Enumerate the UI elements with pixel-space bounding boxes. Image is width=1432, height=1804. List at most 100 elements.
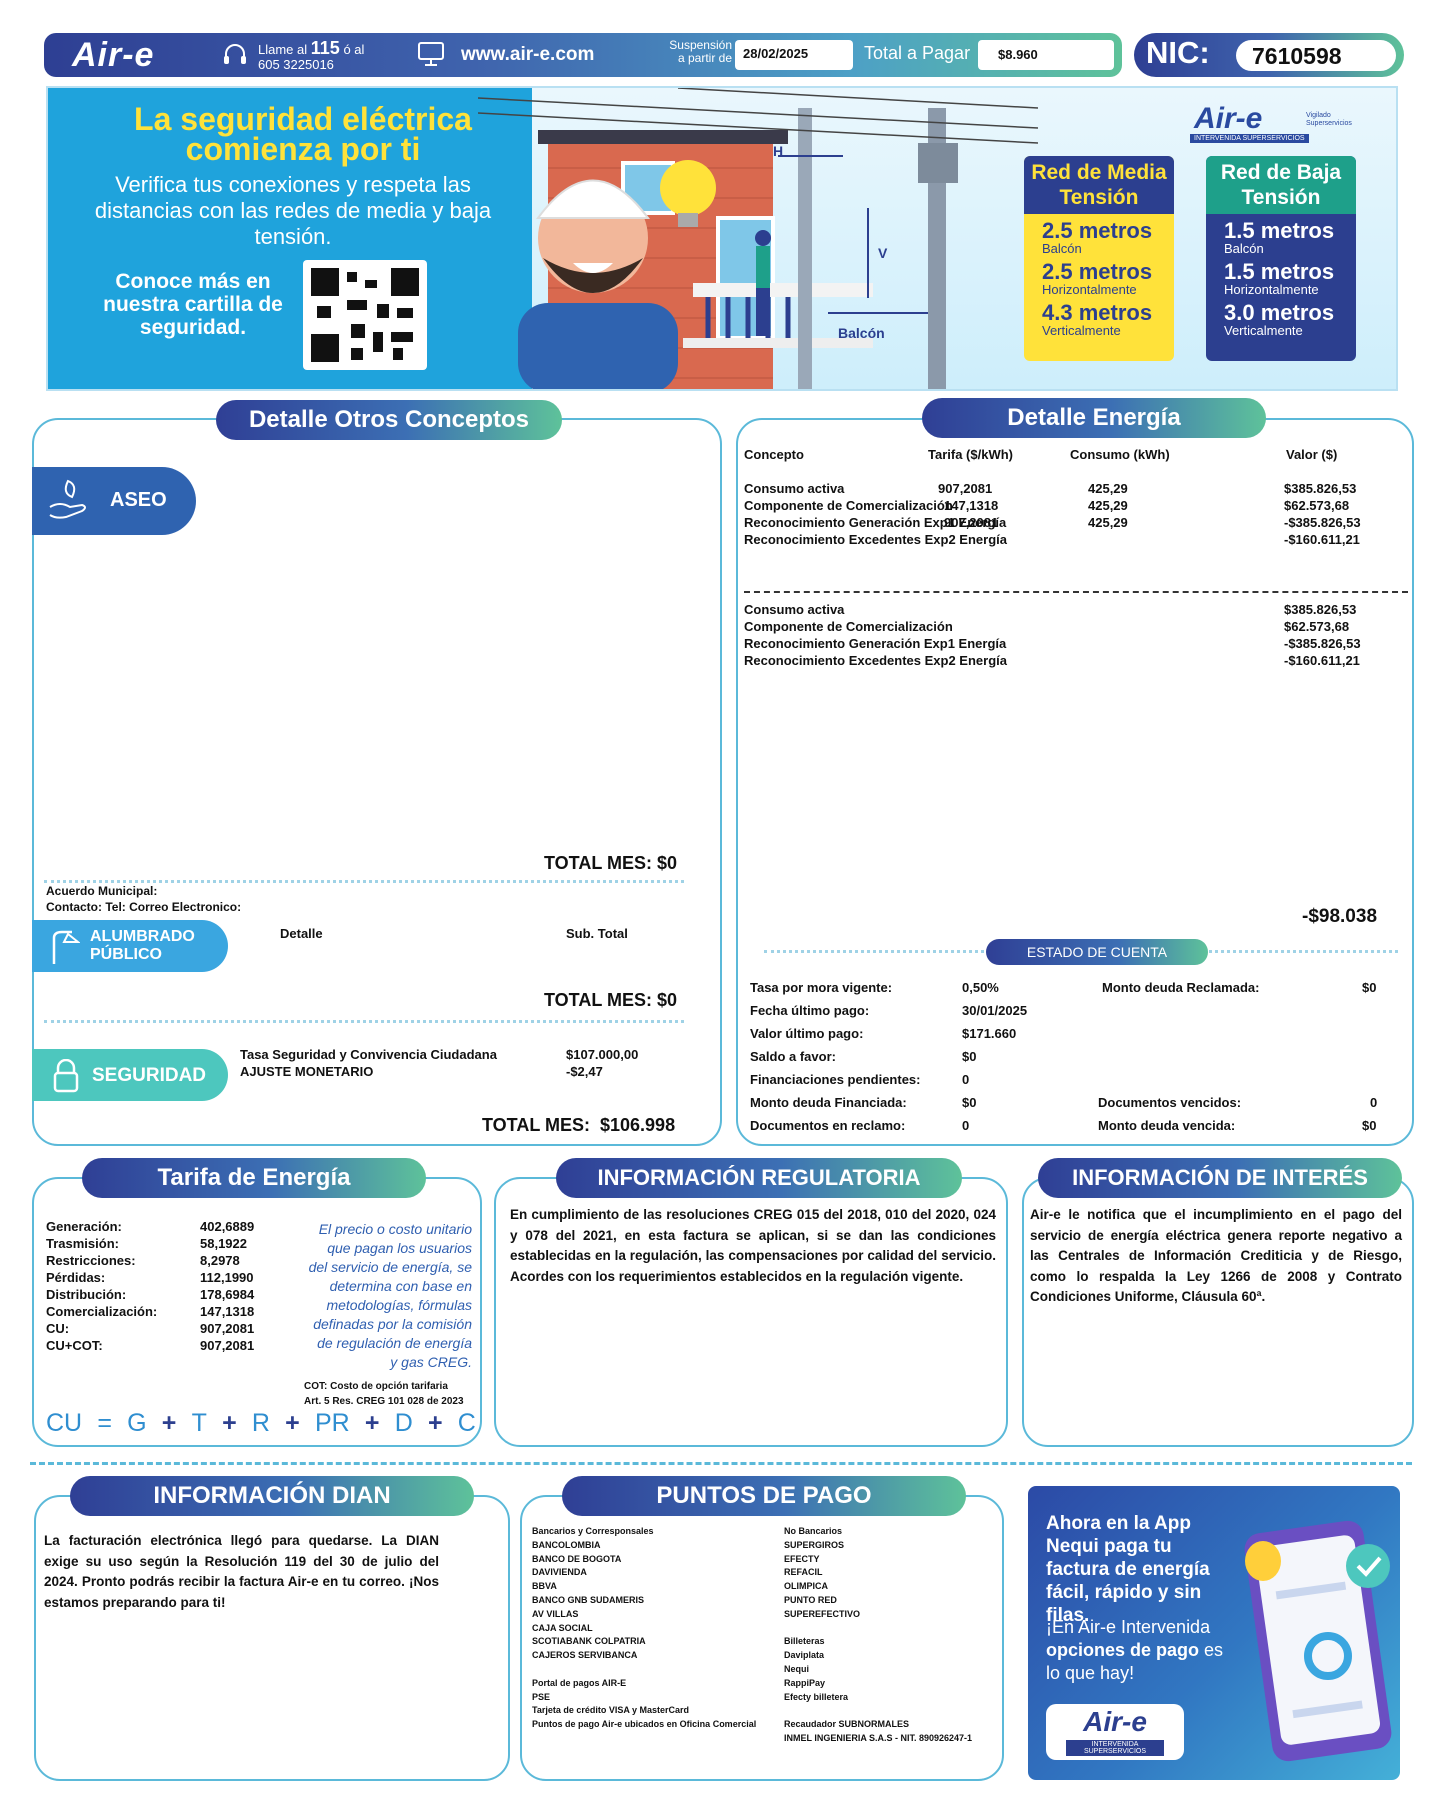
monitor-icon [418,42,444,66]
seguridad-total: TOTAL MES: $106.998 [482,1115,676,1135]
seguridad-item-2-name: AJUSTE MONETARIO [240,1064,374,1079]
phone-mid: ó al [343,42,365,57]
section-separator [30,1462,1412,1465]
street-lamp-icon [52,930,80,964]
tarifa-row-1-label: Generación: [46,1219,122,1234]
nequi-line2-a: ¡En Air-e Intervenida [1046,1617,1211,1637]
estado-left-3-label: Valor último pago: [750,1026,864,1041]
estado-left-2-label: Fecha último pago: [750,1003,870,1018]
suspension-label-2: a partir de [677,51,732,65]
formula-eq: = [97,1409,112,1437]
divider-aseo [44,880,684,883]
estado-right-2-value: 0 [1370,1095,1378,1110]
pago-right-15: Recaudador SUBNORMALES [784,1719,910,1730]
tarifa-row-5-value: 178,6984 [200,1287,255,1302]
alumbrado-label-2: PÚBLICO [90,946,162,963]
energia-header-valor: Valor ($) [1286,447,1338,462]
vigilado-label: Vigilado Superservicios [1306,112,1352,127]
qr-code[interactable] [303,260,427,370]
estado-right-1-value: $0 [1362,980,1377,995]
divider-alumbrado [44,1020,684,1023]
seguridad-item-1-value: $107.000,00 [566,1047,639,1062]
energia-row-4-valor: -$160.611,21 [1284,532,1360,547]
estado-right-2-label: Documentos vencidos: [1098,1095,1242,1110]
energia-row-2-tarifa: 147,1318 [944,498,999,513]
pago-right-16: INMEL INGENIERIA S.A.S - NIT. 890926247-… [784,1732,973,1743]
tarifa-energia-panel [32,1177,482,1447]
pago-right-4: REFACIL [784,1567,823,1578]
tarifa-row-6-label: Comercialización: [46,1304,158,1319]
label-v: V [878,245,888,261]
estado-left-5-label: Financiaciones pendientes: [750,1072,921,1087]
detalle-energia-title: Detalle Energía [922,398,1266,438]
estado-left-6-value: $0 [962,1095,977,1110]
puntos-left-list: Bancarios y Corresponsales BANCOLOMBIA B… [532,1525,756,1732]
estado-left-2-value: 30/01/2025 [962,1003,1028,1018]
formula-plus-4: + [364,1409,380,1437]
label-balcon: Balcón [838,325,885,341]
padlock-icon [53,1059,79,1093]
formula-plus-5: + [427,1409,443,1437]
phone-prefix: Llame al [258,42,308,57]
nic-label: NIC: [1146,35,1210,70]
alumbrado-col-detalle: Detalle [280,926,323,941]
energia-summary-2-concepto: Componente de Comercialización [744,619,953,634]
pago-left-14: Tarjeta de crédito VISA y MasterCard [532,1705,690,1716]
pago-right-11: Nequi [784,1663,810,1674]
media-row-1-label: Balcón [1042,241,1082,256]
suspension-label-1: Suspensión [669,38,732,52]
energia-summary-1-concepto: Consumo activa [744,602,845,617]
energia-row-1-tarifa: 907,2081 [938,481,993,496]
recycle-hand-icon [49,479,86,519]
nequi-logo-box: Air-e INTERVENIDA SUPERSERVICIOS [1046,1704,1184,1760]
tarifa-row-3-label: Restricciones: [46,1253,136,1268]
dian-text: La facturación electrónica llegó para qu… [44,1533,439,1610]
puntos-pago-panel [520,1495,1004,1781]
website-link[interactable]: www.air-e.com [461,44,595,65]
formula-r: R [251,1409,270,1437]
energia-row-4-concepto: Reconocimiento Excedentes Exp2 Energía [744,532,1007,547]
pago-left-spacer [532,1663,756,1677]
energia-row-3-tarifa: 907,2081 [944,515,999,530]
formula-plus-2: + [222,1409,237,1437]
estado-left-1-value: 0,50% [962,980,999,995]
otros-conceptos-panel [32,418,722,1146]
estado-right-1-label: Monto deuda Reclamada: [1102,980,1260,995]
headset-icon [224,44,246,64]
acuerdo-municipal: Acuerdo Municipal: [46,884,158,898]
regulatoria-text: En cumplimiento de las resoluciones CREG… [510,1207,996,1284]
nequi-line2: ¡En Air-e Intervenida opciones de pago e… [1046,1616,1236,1685]
tarifa-row-7-label: CU: [46,1321,70,1336]
estado-left-3-value: $171.660 [962,1026,1017,1041]
tarifa-row-2-label: Trasmisión: [46,1236,119,1251]
interes-panel [1022,1177,1414,1447]
energia-summary-3-valor: -$385.826,53 [1284,636,1361,651]
aseo-total: TOTAL MES: $0 [544,853,678,873]
pago-right-spacer-1 [784,1622,972,1636]
baja-row-1-value: 1.5 metros [1224,218,1335,243]
pago-right-6: PUNTO RED [784,1594,837,1605]
tarifa-cot-1: COT: Costo de opción tarifaria [304,1381,448,1392]
estado-cuenta-title: ESTADO DE CUENTA [986,939,1208,965]
banner-title: La seguridad eléctrica comienza por ti [134,101,472,167]
house-worker-illustration: H V Balcón [478,88,1038,389]
tarifa-row-5-label: Distribución: [46,1287,127,1302]
banner-conoce: Conoce más en nuestra cartilla de seguri… [103,270,283,339]
seguridad-label: SEGURIDAD [92,1065,207,1086]
total-label: Total a Pagar [864,43,971,63]
energia-row-1-valor: $385.826,53 [1284,481,1357,496]
media-tension-title: Red de Media Tensión [1024,156,1174,214]
tarifa-row-8-value: 907,2081 [200,1338,255,1353]
total-value: $8.960 [978,40,1114,70]
nic-value: 7610598 [1236,40,1396,71]
header-bar [44,33,1122,77]
pago-left-8: CAJA SOCIAL [532,1622,593,1633]
phone-short: 115 [310,38,340,58]
estado-left-6-label: Monto deuda Financiada: [750,1095,907,1110]
baja-tension-title: Red de Baja Tensión [1206,156,1356,214]
phone-mockup-icon [1244,1520,1392,1762]
energia-row-1-concepto: Consumo activa [744,481,845,496]
dian-title: INFORMACIÓN DIAN [70,1476,474,1516]
